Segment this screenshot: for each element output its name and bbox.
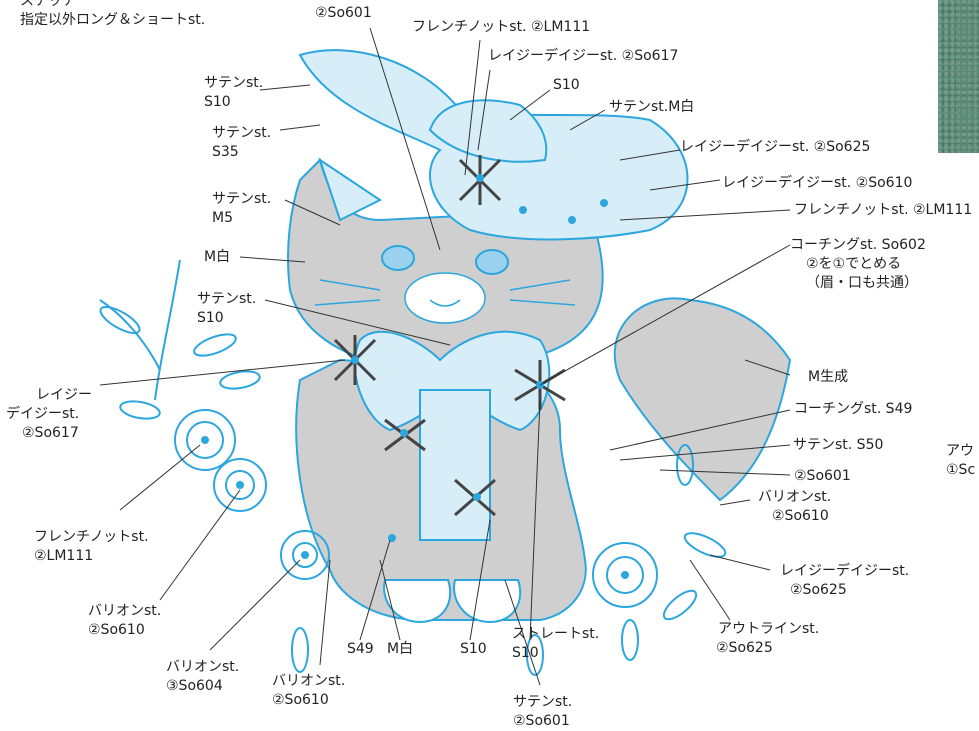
callout-satin-s10-a-val: S10 <box>204 94 231 110</box>
bow <box>353 330 551 432</box>
callout-s10-hat: S10 <box>553 77 580 93</box>
callout-satin-bottom-label: サテンst. <box>513 694 573 710</box>
callout-note2: （眉・口も共通） <box>806 275 918 291</box>
callout-bullion-label: バリオンst. <box>758 489 832 505</box>
muzzle <box>404 272 486 324</box>
callout-lazy-left-l3: ②So617 <box>22 425 79 441</box>
callout-lazy-left-l1: レイジー <box>36 387 92 403</box>
callout-top-so601: ②So601 <box>315 5 372 21</box>
callout-bullion-bottom-label: バリオンst. <box>272 673 346 689</box>
callout-satin-bottom-val: ②So601 <box>513 713 570 729</box>
callout-s49: S49 <box>347 641 374 657</box>
cat-paw-left <box>383 579 452 624</box>
callout-bullion604-val: ③So604 <box>166 678 223 694</box>
header-line2: 指定以外ロング＆ショートst. <box>20 12 206 28</box>
whiskers <box>314 279 576 306</box>
callout-lazy617-top: レイジーデイジーst. ②So617 <box>488 48 679 64</box>
callout-straight-label: ストレートst. <box>512 626 600 642</box>
callout-french-left-label: フレンチノットst. <box>34 529 149 545</box>
fabric-swatch <box>938 0 979 153</box>
callout-satin-m-white: サテンst.M白 <box>609 99 695 115</box>
callout-lazy-right-val: ②So625 <box>790 582 847 598</box>
cat-tail <box>613 297 792 502</box>
callout-note1: ②を①でとめる <box>806 256 902 272</box>
callout-satin-s35-label: サテンst. <box>212 125 272 141</box>
callout-bullion-val: ②So610 <box>772 508 829 524</box>
callout-french-lm111-right: フレンチノットst. ②LM111 <box>794 202 973 218</box>
callout-bullion-left-val: ②So610 <box>88 622 145 638</box>
cat-eye-left <box>381 245 415 271</box>
callout-bullion-bottom-val: ②So610 <box>272 692 329 708</box>
leaves <box>99 259 727 676</box>
callout-so601-right: ②So601 <box>794 468 851 484</box>
callout-straight-val: S10 <box>512 645 539 661</box>
callout-cut-val: ①Sc <box>946 462 976 478</box>
cat-mouth <box>429 299 461 307</box>
callout-m-kinari: M生成 <box>808 369 849 385</box>
callout-outline-val: ②So625 <box>716 640 773 656</box>
callout-satin-s10-a-label: サテンst. <box>204 75 264 91</box>
rose-cluster-left <box>174 409 330 580</box>
callout-s10-bottom: S10 <box>460 641 487 657</box>
callout-lazy-right-label: レイジーデイジーst. <box>780 563 910 579</box>
callout-bullion-left-label: バリオンst. <box>88 603 162 619</box>
header-line1: ステッチ <box>20 0 76 9</box>
callout-lazy610: レイジーデイジーst. ②So610 <box>722 175 913 191</box>
callout-satin-m5-label: サテンst. <box>212 191 272 207</box>
callout-outline-label: アウトラインst. <box>718 621 820 637</box>
callout-satin-m5-val: M5 <box>212 210 233 226</box>
callout-m-white-left: M白 <box>204 249 231 265</box>
callout-french-left-val: ②LM111 <box>34 548 94 564</box>
callout-satin-s10-b-label: サテンst. <box>197 291 257 307</box>
callout-french-top: フレンチノットst. ②LM111 <box>412 19 591 35</box>
callout-satin-s35-val: S35 <box>212 144 239 160</box>
callout-satin-s10-b-val: S10 <box>197 310 224 326</box>
rose-right <box>592 542 658 608</box>
cat-eye-right <box>475 249 509 275</box>
callout-coaching-s49: コーチングst. S49 <box>794 401 913 417</box>
callout-lazy625: レイジーデイジーst. ②So625 <box>680 139 871 155</box>
callout-coaching-602: コーチングst. So602 <box>790 237 926 253</box>
callout-satin-s50: サテンst. S50 <box>793 437 884 453</box>
callout-bullion604-label: バリオンst. <box>166 659 240 675</box>
callout-m-white-bottom: M白 <box>387 641 414 657</box>
french-knots <box>201 174 629 579</box>
leader-lines <box>99 27 791 686</box>
callout-cut-label: アウ <box>946 443 974 459</box>
callout-lazy-left-l2: デイジーst. <box>6 406 80 422</box>
cat-ear-left <box>318 157 382 222</box>
bow-tail <box>419 389 491 541</box>
cat-paw-right <box>453 579 522 624</box>
